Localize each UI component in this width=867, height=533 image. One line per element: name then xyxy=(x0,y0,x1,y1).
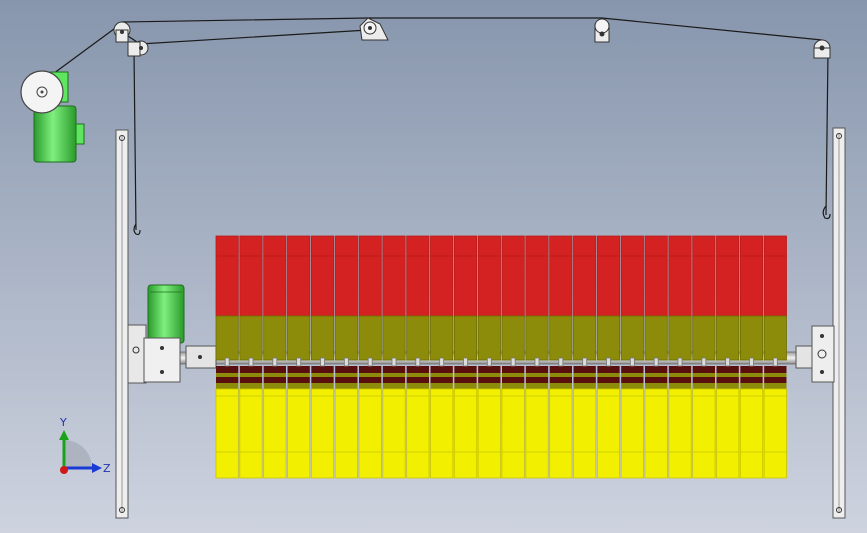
cell-stack xyxy=(215,235,787,479)
pulley-center-left xyxy=(359,17,389,41)
cable-right-drop xyxy=(825,51,829,216)
cell xyxy=(692,235,716,479)
cell xyxy=(620,235,644,479)
cell xyxy=(406,235,430,479)
cell xyxy=(453,235,478,479)
pulley-top-left xyxy=(113,21,131,43)
right-rail xyxy=(832,127,846,519)
cell xyxy=(668,235,692,479)
drive-motor xyxy=(147,284,185,344)
hook-left xyxy=(133,223,141,236)
cell xyxy=(525,235,549,479)
cell xyxy=(549,235,573,479)
triad-origin xyxy=(60,466,68,474)
triad-y-label: Y xyxy=(59,416,67,429)
right-bearing xyxy=(795,325,835,383)
cable-left-drop xyxy=(133,51,137,231)
cell xyxy=(263,235,287,479)
cell xyxy=(358,235,382,479)
cell xyxy=(763,235,787,479)
winch-motor xyxy=(20,70,85,163)
cell xyxy=(334,235,358,479)
cell xyxy=(287,235,311,479)
cell xyxy=(430,235,454,479)
cell xyxy=(310,235,335,479)
cell xyxy=(739,235,764,479)
pulley-top-right xyxy=(813,39,831,59)
cell xyxy=(644,235,668,479)
left-rail xyxy=(115,129,129,519)
cell xyxy=(239,235,263,479)
cell xyxy=(477,235,501,479)
cable-top-run xyxy=(121,17,823,41)
cell xyxy=(596,235,621,479)
cell xyxy=(382,235,406,479)
hook-right xyxy=(822,205,831,220)
cell xyxy=(215,235,239,479)
drive-gearbox xyxy=(127,324,217,384)
coordinate-triad: Y Z xyxy=(59,416,111,475)
pulley-left-lower xyxy=(127,40,149,57)
cell xyxy=(716,235,740,479)
pulley-center-right xyxy=(594,18,610,43)
triad-z-label: Z xyxy=(103,462,111,475)
cell xyxy=(573,235,597,479)
cell xyxy=(501,235,525,479)
